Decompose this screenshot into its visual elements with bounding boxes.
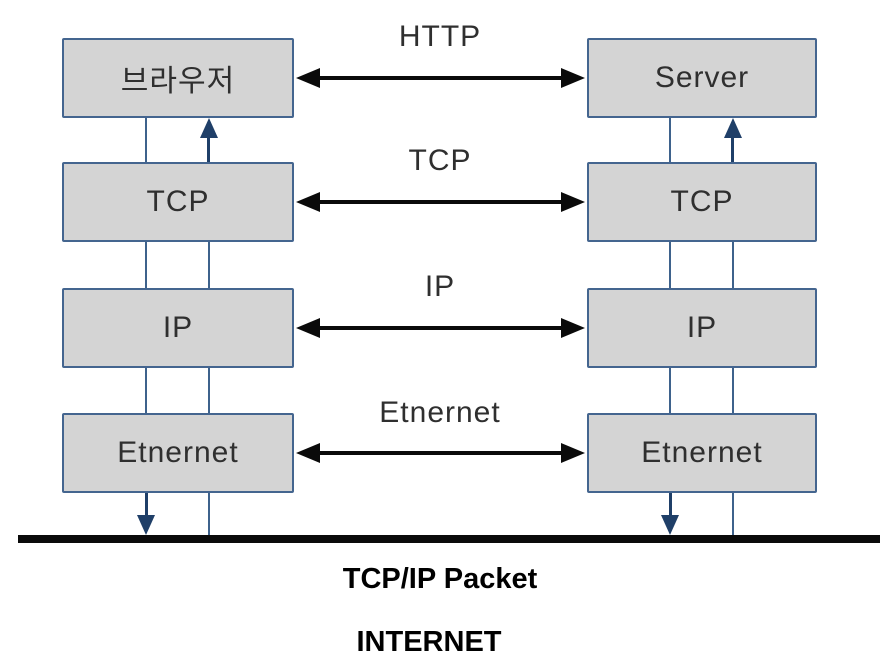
ethernet-label: Etnernet xyxy=(379,396,501,429)
http-arrow-line xyxy=(303,76,580,80)
right-server-box-label: Server xyxy=(654,61,750,94)
left-browser-box-label: 브라우저 xyxy=(120,65,236,98)
http-label: HTTP xyxy=(398,20,482,53)
arrowhead-right-icon xyxy=(561,192,585,212)
internet-caption: INTERNET xyxy=(356,626,502,658)
packet-caption: TCP/IP Packet xyxy=(342,563,538,595)
connector-line xyxy=(208,242,210,288)
connector-line xyxy=(145,242,147,288)
left-browser-box: 브라우저 xyxy=(62,38,294,118)
arrowhead-right-icon xyxy=(561,318,585,338)
tcp-arrow-line xyxy=(303,200,580,204)
left-ethernet-box-label: Etnernet xyxy=(117,436,239,469)
connector-line xyxy=(732,242,734,288)
ip-label: IP xyxy=(424,270,456,303)
down-arrowhead-icon xyxy=(661,515,679,535)
right-ip-box: IP xyxy=(587,288,817,368)
up-arrowhead-icon xyxy=(200,118,218,138)
right-server-box: Server xyxy=(587,38,817,118)
ip-arrow-line xyxy=(303,326,580,330)
arrowhead-right-icon xyxy=(561,68,585,88)
up-arrowhead-icon xyxy=(724,118,742,138)
connector-line xyxy=(669,368,671,413)
left-ip-box: IP xyxy=(62,288,294,368)
down-arrowhead-icon xyxy=(137,515,155,535)
right-ip-box-label: IP xyxy=(686,311,718,344)
arrow-shaft-line xyxy=(669,493,672,517)
tcp-label: TCP xyxy=(408,144,472,177)
connector-line xyxy=(732,368,734,413)
connector-line xyxy=(145,368,147,413)
right-ethernet-box: Etnernet xyxy=(587,413,817,493)
left-ip-box-label: IP xyxy=(162,311,194,344)
left-ethernet-box: Etnernet xyxy=(62,413,294,493)
connector-line xyxy=(669,118,671,162)
connector-line xyxy=(669,242,671,288)
arrowhead-right-icon xyxy=(561,443,585,463)
connector-line xyxy=(208,368,210,413)
connector-line xyxy=(732,493,734,535)
right-ethernet-box-label: Etnernet xyxy=(641,436,763,469)
ethernet-arrow-line xyxy=(303,451,580,455)
left-tcp-box-label: TCP xyxy=(146,185,210,218)
left-tcp-box: TCP xyxy=(62,162,294,242)
arrow-shaft-line xyxy=(207,134,210,162)
right-tcp-box: TCP xyxy=(587,162,817,242)
right-tcp-box-label: TCP xyxy=(670,185,734,218)
internet-bus-line xyxy=(18,535,880,543)
connector-line xyxy=(145,118,147,162)
connector-line xyxy=(208,493,210,535)
arrow-shaft-line xyxy=(731,134,734,162)
arrow-shaft-line xyxy=(145,493,148,517)
